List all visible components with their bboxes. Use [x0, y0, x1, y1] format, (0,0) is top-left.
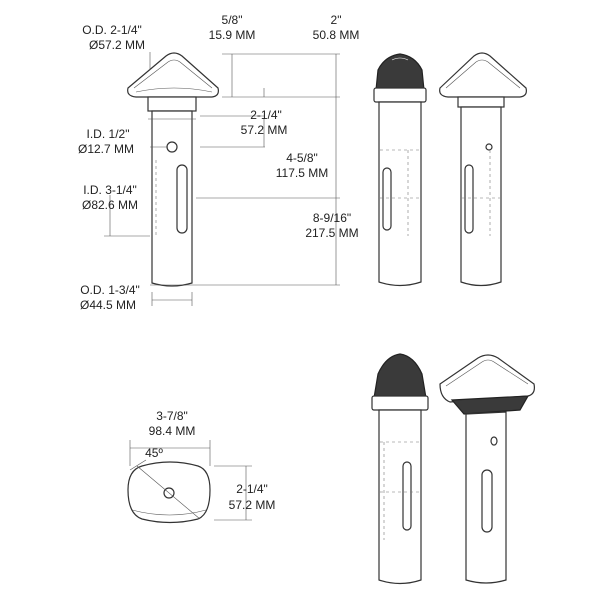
front-cap: [127, 52, 219, 98]
hole-depth-mm-label: 117.5 MM: [276, 166, 328, 180]
id-hole-in-label: I.D. 1/2": [87, 127, 130, 141]
overall-in-label: 8-9/16": [313, 211, 351, 225]
side-view-upper: [373, 53, 427, 287]
hole-depth-in-label: 4-5/8": [286, 151, 318, 165]
od-head-mm-label: Ø57.2 MM: [89, 38, 145, 52]
id-slot-mm-label: Ø82.6 MM: [82, 198, 138, 212]
front-view-dimensioned: [127, 52, 219, 287]
top-width-mm-label: 50.8 MM: [313, 28, 360, 42]
side-view-lower-left: [371, 353, 429, 585]
top-view-depth-mm-label: 57.2 MM: [229, 498, 276, 512]
top-view-depth-in-label: 2-1/4": [236, 482, 268, 496]
od-body-mm-label: Ø44.5 MM: [80, 298, 136, 312]
collar-in-label: 2-1/4": [250, 108, 282, 122]
overall-mm-label: 217.5 MM: [305, 226, 358, 240]
od-body-in-label: O.D. 1-3/4": [80, 283, 140, 297]
id-slot-in-label: I.D. 3-1/4": [83, 183, 137, 197]
id-hole-mm-label: Ø12.7 MM: [78, 142, 134, 156]
head-height-mm-label: 15.9 MM: [209, 28, 256, 42]
front-hole: [166, 141, 178, 153]
top-view-width-mm-label: 98.4 MM: [149, 424, 196, 438]
top-width-in-label: 2": [331, 13, 342, 27]
front-dimension-lines: [104, 52, 340, 306]
collar-mm-label: 57.2 MM: [241, 123, 288, 137]
head-height-in-label: 5/8": [222, 13, 243, 27]
side-view-lower-right: [439, 354, 535, 584]
front-slot: [176, 164, 188, 234]
front-tube: [151, 110, 193, 287]
front-collar: [147, 96, 197, 112]
angle-label: 45º: [145, 446, 163, 460]
top-view-plan: [127, 440, 252, 524]
od-head-in-label: O.D. 2-1/4": [82, 23, 142, 37]
side-view-upper-right: [439, 52, 527, 287]
top-view-width-in-label: 3-7/8": [156, 409, 188, 423]
